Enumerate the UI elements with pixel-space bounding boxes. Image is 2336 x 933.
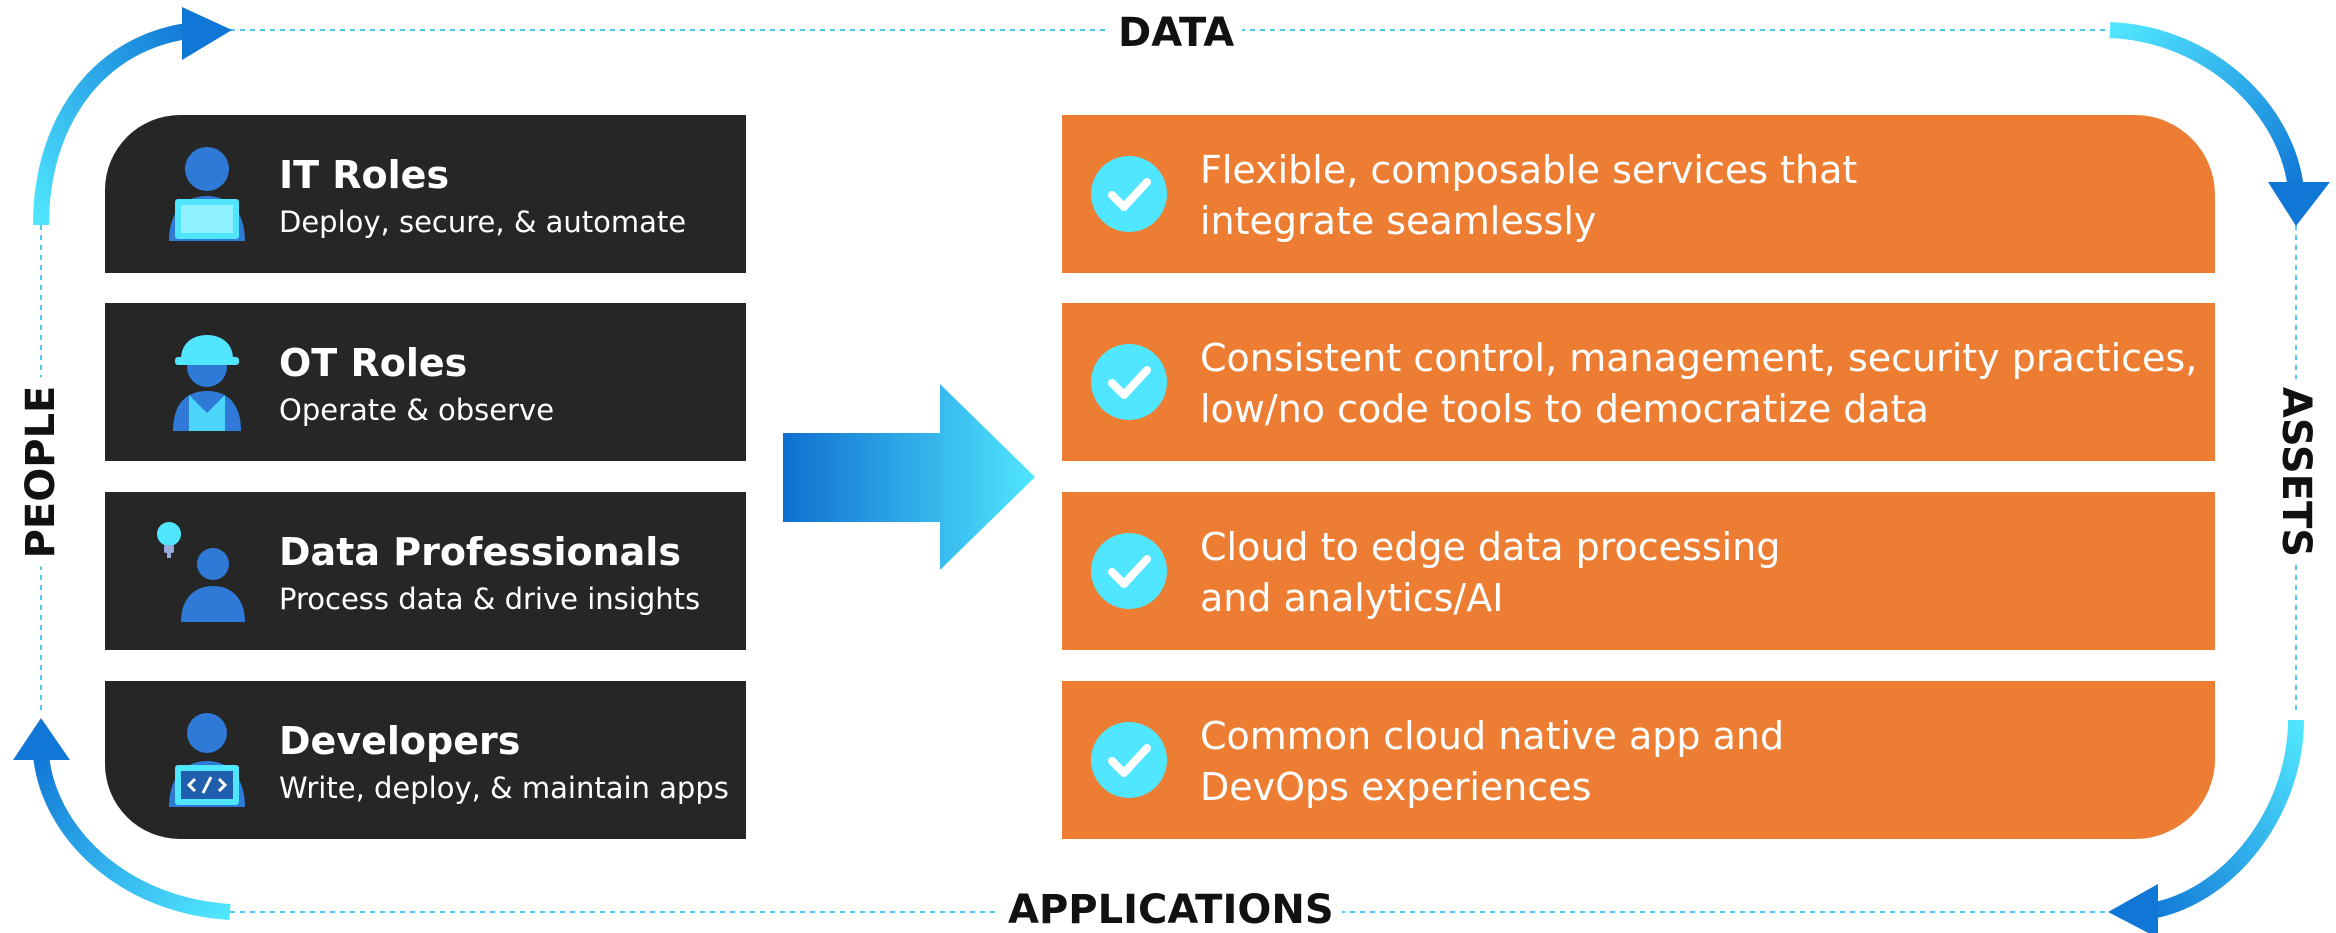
center-arrow [783,384,1035,570]
curved-arrow-bottom-left [33,754,231,920]
curved-arrow-bottom-right [2143,719,2304,920]
worker-hardhat-icon [173,335,241,431]
benefit-line: Flexible, composable services that [1200,148,1858,192]
arrowhead-bottom-right [2108,884,2158,933]
cycle-label-applications: APPLICATIONS [1000,890,1342,930]
benefit-line: and analytics/AI [1200,576,1504,620]
benefit-card-cloud-native-devops: Common cloud native app and DevOps exper… [1062,681,2215,839]
arrowhead-top-right [2268,182,2330,226]
arrowhead-top-left [182,7,232,60]
cycle-label-data: DATA [1110,13,1243,53]
role-subtitle: Process data & drive insights [279,582,701,616]
benefit-line: Consistent control, management, security… [1200,336,2198,380]
role-title: Developers [279,719,521,763]
benefit-text: Common cloud native app and DevOps exper… [1200,711,1784,813]
curved-arrow-top-right [2109,22,2304,191]
role-title: Data Professionals [279,530,681,574]
checkmark-circle-icon [1091,344,1167,420]
role-subtitle: Write, deploy, & maintain apps [279,771,729,805]
benefit-line: low/no code tools to democratize data [1200,387,1929,431]
benefit-text: Flexible, composable services that integ… [1200,145,1857,247]
curved-arrow-top-left [33,22,196,226]
benefit-text: Consistent control, management, security… [1200,333,2197,435]
role-card-developers: Developers Write, deploy, & maintain app… [105,681,746,839]
role-card-it: IT Roles Deploy, secure, & automate [105,115,746,273]
benefit-line: integrate seamlessly [1200,199,1597,243]
developer-code-laptop-icon [169,713,245,807]
benefit-card-cloud-to-edge: Cloud to edge data processing and analyt… [1062,492,2215,650]
role-subtitle: Operate & observe [279,393,555,427]
benefit-line: DevOps experiences [1200,765,1592,809]
arrowhead-bottom-left [13,718,70,760]
checkmark-circle-icon [1091,722,1167,798]
it-person-laptop-icon [169,147,245,241]
person-lightbulb-icon [157,522,245,622]
benefit-card-flexible-services: Flexible, composable services that integ… [1062,115,2215,273]
benefit-card-consistent-control: Consistent control, management, security… [1062,303,2215,461]
role-title: OT Roles [279,341,468,385]
benefit-line: Common cloud native app and [1200,714,1785,758]
checkmark-circle-icon [1091,533,1167,609]
cycle-label-people: PEOPLE [18,377,64,567]
checkmark-circle-icon [1091,156,1167,232]
role-title: IT Roles [279,153,450,197]
role-card-data-professionals: Data Professionals Process data & drive … [105,492,746,650]
role-card-ot: OT Roles Operate & observe [105,303,746,461]
benefit-line: Cloud to edge data processing [1200,525,1781,569]
benefit-text: Cloud to edge data processing and analyt… [1200,522,1780,624]
cycle-label-assets: ASSETS [2273,378,2319,566]
role-subtitle: Deploy, secure, & automate [279,205,687,239]
